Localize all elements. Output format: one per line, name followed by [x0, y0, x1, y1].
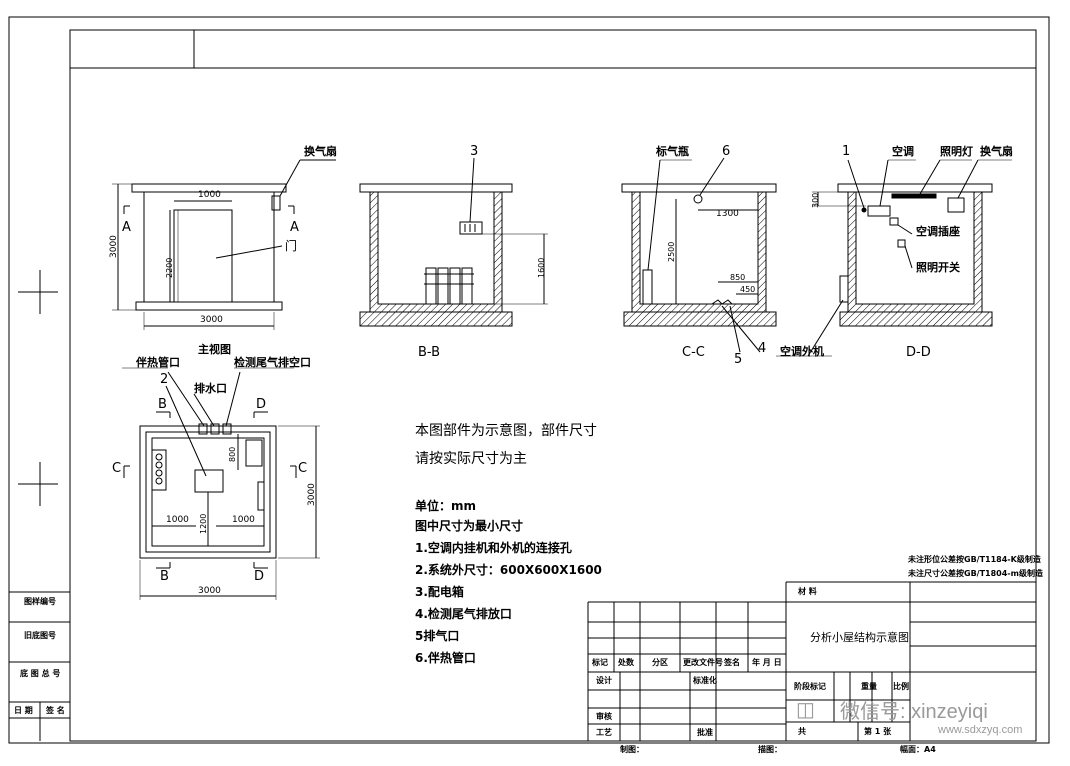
cc-dim-450: 450: [740, 285, 756, 294]
front-section-mark-left: A: [122, 220, 131, 235]
tb-approve: 批准: [697, 728, 713, 737]
tb-sheet-no: 第 1 张: [864, 727, 892, 736]
plan-exhaust-label: 检测尾气排空口: [234, 356, 311, 369]
tb-scale: 比例: [893, 682, 909, 691]
plan-dim-right: 1000: [232, 515, 255, 525]
front-door-label: 门: [285, 239, 298, 253]
side-strip: [9, 591, 70, 741]
dd-dim-300: 300: [811, 192, 820, 208]
note-item-6: 6.伴热管口: [415, 651, 476, 665]
dd-socket-label: 空调插座: [916, 225, 960, 238]
tb-weight: 重量: [861, 682, 877, 691]
outer-border: [8, 16, 1050, 744]
dd-callout-1: 1: [842, 144, 851, 159]
plan-drain-label: 排水口: [194, 382, 227, 395]
plan-dim-height: 3000: [307, 483, 317, 506]
cc-callout-4: 4: [758, 341, 767, 356]
dd-ac-label: 空调: [892, 145, 914, 158]
cc-gas-bottle-label: 标气瓶: [656, 145, 689, 158]
plan-mark-b-bottom: B: [160, 569, 169, 584]
side-label-total-no: 底 图 总 号: [20, 669, 61, 678]
side-label-old-no: 旧底图号: [24, 631, 56, 640]
side-label-sign: 签 名: [46, 706, 65, 715]
dd-light-label: 照明灯: [940, 145, 973, 158]
front-height: 3000: [109, 235, 119, 258]
cc-dim-2500: 2500: [667, 241, 676, 262]
note-heading-line2: 请按实际尺寸为主: [415, 451, 527, 467]
front-section-mark-right: A: [290, 220, 299, 235]
front-door-width: 1000: [198, 190, 221, 200]
bb-dim: 1600: [537, 257, 546, 278]
plan-dim-top: 800: [228, 446, 237, 462]
plan-mark-d-top: D: [256, 397, 267, 412]
cc-dim-850: 850: [730, 273, 746, 282]
standard-size-tolerance: 未注尺寸公差按GB/T1804-m级制造: [908, 569, 1043, 578]
cc-callout-5: 5: [734, 352, 743, 367]
tb-drawing-title: 分析小屋结构示意图: [810, 631, 909, 644]
side-label-date: 日 期: [14, 706, 33, 715]
plan-view: [122, 367, 320, 600]
tb-rev-h4: 更改文件号: [683, 658, 723, 667]
standard-form-tolerance: 未注形位公差按GB/T1184-K级制造: [908, 555, 1041, 564]
dd-fan-label: 换气扇: [980, 145, 1013, 158]
front-door-height: 2200: [165, 257, 174, 278]
inner-border: [69, 29, 1037, 742]
top-left-box: [69, 29, 195, 69]
tb-design: 设计: [596, 676, 612, 685]
front-fan-label: 换气扇: [304, 145, 337, 158]
tb-rev-h1: 标记: [592, 658, 608, 667]
plan-mark-c-left: C: [112, 461, 122, 476]
plan-dim-mid: 1200: [199, 513, 208, 534]
plan-dim-left: 1000: [166, 515, 189, 525]
plan-mark-c-right: C: [298, 461, 308, 476]
watermark-text: 微信号: xinzeyiqi: [840, 701, 988, 723]
plan-mark-d-bottom: D: [254, 569, 265, 584]
front-view-title: 主视图: [198, 343, 231, 356]
tb-total: 共: [798, 727, 806, 736]
side-label-drawing-no: 图样编号: [24, 597, 56, 606]
plan-mark-b-top: B: [158, 397, 167, 412]
front-width: 3000: [200, 315, 223, 325]
title-block: [587, 581, 1036, 741]
note-item-2: 2.系统外尺寸：600X600X1600: [415, 563, 602, 577]
dd-outdoor-label: 空调外机: [780, 345, 824, 358]
tb-rev-h2: 处数: [618, 658, 634, 667]
watermark-url: www.sdxzyq.com: [938, 724, 1023, 736]
tb-rev-h3: 分区: [652, 658, 668, 667]
note-item-3: 3.配电箱: [415, 585, 464, 599]
section-bb: [359, 157, 548, 327]
tb-footer-trace: 描图：: [758, 745, 782, 754]
plan-callout-2: 2: [160, 372, 169, 387]
tb-review: 审核: [596, 712, 612, 721]
tb-material: 材 料: [798, 587, 817, 596]
section-cc: [621, 157, 777, 353]
dd-switch-label: 照明开关: [916, 261, 960, 274]
front-view: [112, 159, 336, 330]
tb-rev-h6: 年 月 日: [752, 658, 782, 667]
bb-title: B-B: [418, 345, 441, 360]
note-unit: 单位：mm: [415, 499, 477, 513]
cc-title: C-C: [682, 345, 705, 360]
tb-process: 工艺: [596, 728, 612, 737]
wechat-icon: ◫: [796, 699, 815, 721]
bb-callout: 3: [470, 144, 479, 159]
tb-footer-format: 幅面：A4: [900, 745, 936, 754]
door: [173, 209, 233, 303]
note-item-5: 5排气口: [415, 629, 460, 643]
dd-title: D-D: [906, 345, 931, 360]
tb-footer-draw: 制图：: [620, 745, 644, 754]
tb-rev-h5: 签名: [724, 658, 740, 667]
note-heading-line1: 本图部件为示意图，部件尺寸: [415, 423, 597, 439]
note-item-4: 4.检测尾气排放口: [415, 607, 512, 621]
cc-dim-1300: 1300: [716, 209, 739, 219]
section-dd: [776, 159, 1012, 357]
plan-tracing-port-label: 伴热管口: [136, 356, 180, 369]
note-min-size: 图中尺寸为最小尺寸: [415, 519, 524, 533]
cc-callout-6: 6: [722, 144, 731, 159]
note-item-1: 1.空调内挂机和外机的连接孔: [415, 541, 572, 555]
tb-standard: 标准化: [693, 676, 717, 685]
tb-stage: 阶段标记: [794, 682, 826, 691]
plan-dim-width: 3000: [198, 586, 221, 596]
